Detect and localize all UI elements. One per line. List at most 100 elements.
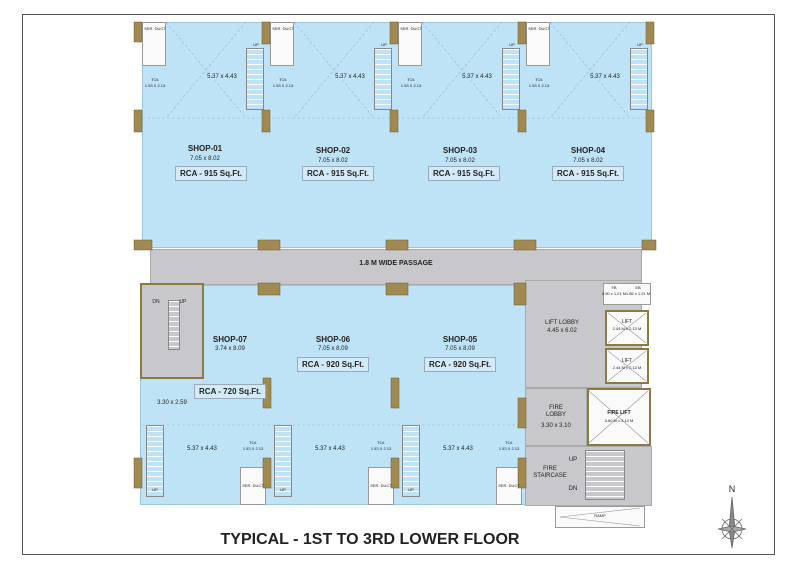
mezzanine-dims: 5.37 x 4.43 xyxy=(462,74,492,80)
stair-shop-01 xyxy=(246,48,264,110)
ser-duct-3 xyxy=(398,22,422,66)
lift-1-label: LIFT xyxy=(621,319,633,325)
shop-07-extra-dims: 3.30 x 2.59 xyxy=(157,400,187,406)
fire-lobby xyxy=(525,388,587,446)
stair-up-label: UP xyxy=(152,487,158,492)
fire-stair-dn: DN xyxy=(568,486,578,492)
stair-up-label: UP xyxy=(381,42,387,47)
tol-dims: 1.53 X 2.13 xyxy=(144,83,166,88)
ser-duct-label: SER. DUCT xyxy=(498,483,520,488)
tol-dims: 1.53 X 2.13 xyxy=(400,83,422,88)
shop-04-dims: 7.05 x 8.02 xyxy=(573,158,603,164)
lift-lobby-name: LIFT LOBBY xyxy=(545,320,579,326)
fire-stair-up: UP xyxy=(568,457,578,463)
tol-dims: 1.53 X 2.13 xyxy=(242,446,264,451)
tol-dims: 1.53 X 2.13 xyxy=(528,83,550,88)
ser-duct-2 xyxy=(270,22,294,66)
stair-shop-03 xyxy=(502,48,520,110)
fire-lobby-dims: 3.30 x 3.10 xyxy=(541,423,571,429)
mezzanine-dims: 5.37 x 4.43 xyxy=(443,446,473,452)
tol-dims: 1.53 X 2.13 xyxy=(272,83,294,88)
tol-label: TOL xyxy=(249,440,257,445)
shop-02-dims: 7.05 x 8.02 xyxy=(318,158,348,164)
shop-03-rca: RCA - 915 Sq.Ft. xyxy=(428,166,500,181)
drawing-frame xyxy=(22,14,775,555)
mezzanine-dims: 5.37 x 4.43 xyxy=(187,446,217,452)
ser-duct-4 xyxy=(526,22,550,66)
lift-lobby-dims: 4.45 x 6.02 xyxy=(547,328,577,334)
stair-dn-label: DN xyxy=(152,299,160,305)
shop-06-rca: RCA - 920 Sq.Ft. xyxy=(297,357,369,372)
mezzanine-dims: 5.37 x 4.43 xyxy=(590,74,620,80)
shop-03-name: SHOP-03 xyxy=(442,146,478,155)
shop-06-dims: 7.05 x 8.09 xyxy=(318,346,348,352)
ser-duct-5 xyxy=(240,467,266,505)
stair-shop-05 xyxy=(402,425,420,497)
stair-shop-04 xyxy=(630,48,648,110)
shop-02-rca: RCA - 915 Sq.Ft. xyxy=(302,166,374,181)
ser-duct-6 xyxy=(368,467,394,505)
ser-duct-label: SER. DUCT xyxy=(370,483,392,488)
shop-01-dims: 7.05 x 8.02 xyxy=(190,156,220,162)
mezzanine-dims: 5.37 x 4.43 xyxy=(335,74,365,80)
fire-lift-name: FIRE LIFT xyxy=(607,410,631,416)
shop-06-name: SHOP-06 xyxy=(315,335,351,344)
shop-07-dims: 3.74 x 8.09 xyxy=(215,346,245,352)
tol-label: TOL xyxy=(535,77,543,82)
tol-dims: 1.53 X 2.13 xyxy=(498,446,520,451)
shop-04-name: SHOP-04 xyxy=(570,146,606,155)
ser-duct-label: SER. DUCT xyxy=(242,483,264,488)
tol-label: TOL xyxy=(151,77,159,82)
shop-05-rca: RCA - 920 Sq.Ft. xyxy=(424,357,496,372)
mezzanine-dims: 5.37 x 4.43 xyxy=(207,74,237,80)
stair-up-label: UP xyxy=(509,42,515,47)
shop-07-name: SHOP-07 xyxy=(212,335,248,344)
fire-lift xyxy=(587,388,651,446)
eb-dims: 1.85 x 1.21 M xyxy=(625,291,651,296)
ser-duct-1 xyxy=(142,22,166,66)
tol-dims: 1.53 X 2.13 xyxy=(370,446,392,451)
shop-02-name: SHOP-02 xyxy=(315,146,351,155)
fire-lobby-name: FIRE LOBBY xyxy=(545,405,566,418)
ser-duct-label: SER. DUCT xyxy=(400,26,422,31)
fire-lift-dims: 3.60 M x 3.10 M xyxy=(604,418,634,423)
ser-duct-label: SER. DUCT xyxy=(528,26,550,31)
ser-duct-label: SER. DUCT xyxy=(144,26,166,31)
fire-staircase-name: FIRE STAIRCASE xyxy=(533,466,567,479)
stair-shop-07 xyxy=(146,425,164,497)
drawing-title: TYPICAL - 1ST TO 3RD LOWER FLOOR xyxy=(220,531,520,548)
stair-shop-02 xyxy=(374,48,392,110)
lift-2-dims: 2.44 M x 2.13 M xyxy=(612,365,642,370)
stair-shop-06 xyxy=(274,425,292,497)
columns xyxy=(133,21,657,489)
tol-label: TOL xyxy=(279,77,287,82)
fb-dims: 0.90 x 1.21 M xyxy=(601,291,627,296)
stair-up-label: UP xyxy=(253,42,259,47)
ser-duct-label: SER. DUCT xyxy=(272,26,294,31)
shop-03-dims: 7.05 x 8.02 xyxy=(445,158,475,164)
shop-01-name: SHOP-01 xyxy=(187,144,223,153)
fb-label: FB xyxy=(611,285,617,290)
shop-07-rca: RCA - 720 Sq.Ft. xyxy=(194,384,266,399)
fire-stair-flight xyxy=(585,450,625,500)
mezzanine-dims: 5.37 x 4.43 xyxy=(315,446,345,452)
tol-label: TOL xyxy=(377,440,385,445)
shop-05-name: SHOP-05 xyxy=(442,335,478,344)
stair-up-label: UP xyxy=(408,487,414,492)
ser-duct-7 xyxy=(496,467,522,505)
shop-01-rca: RCA - 915 Sq.Ft. xyxy=(175,166,247,181)
stair-up-label: UP xyxy=(179,299,187,305)
stair-up-label: UP xyxy=(280,487,286,492)
tol-label: TOL xyxy=(505,440,513,445)
lift-2-label: LIFT xyxy=(621,358,633,364)
tol-label: TOL xyxy=(407,77,415,82)
left-stair-flight xyxy=(168,300,180,350)
ramp xyxy=(555,506,645,528)
stair-up-label: UP xyxy=(637,42,643,47)
shop-05-dims: 7.05 x 8.09 xyxy=(445,346,475,352)
eb-label: EB xyxy=(635,285,641,290)
ramp-label: RAMP xyxy=(594,513,606,518)
shop-04-rca: RCA - 915 Sq.Ft. xyxy=(552,166,624,181)
fb-eb-shafts xyxy=(603,283,651,305)
